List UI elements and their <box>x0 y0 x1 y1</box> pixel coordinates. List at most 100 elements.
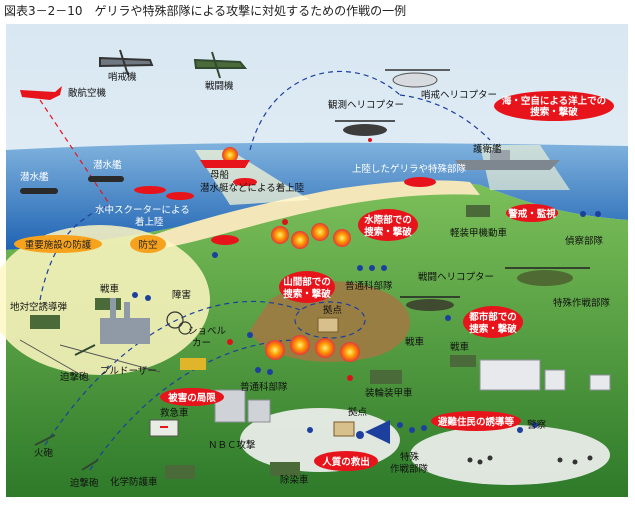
label-underwater-scooter-2: 着上陸 <box>135 216 164 228</box>
oval-urban-label-1: 都市部での <box>468 311 517 323</box>
label-bulldozer: ブルドーザー <box>100 365 157 377</box>
mother-ship-icon <box>200 160 250 168</box>
label-shovel-car: ショベル <box>188 326 227 337</box>
label-light-armored-vehicle: 軽装甲機動車 <box>450 227 508 239</box>
attack-helicopter-icon <box>400 296 460 311</box>
label-obstacle: 障害 <box>172 289 191 301</box>
label-tank-2: 戦車 <box>405 336 425 348</box>
label-fighter: 戦闘機 <box>205 80 234 92</box>
small-boats-icon <box>134 177 436 200</box>
label-base-2: 拠点 <box>348 406 368 418</box>
submarine-2-icon <box>88 176 124 182</box>
security-surveillance-label: 警戒・監視 <box>508 208 556 220</box>
enemy-guerrillas <box>227 138 372 381</box>
factory-icon <box>100 298 150 344</box>
oval-air-defense-label: 防空 <box>138 239 157 251</box>
explosion-cluster-1 <box>271 223 351 249</box>
label-mortar-1: 迫撃砲 <box>60 371 89 383</box>
oval-protect-facilities-label: 重要施設の防護 <box>25 239 92 251</box>
label-sam: 地対空誘導弾 <box>10 301 68 313</box>
base-house-2 <box>333 421 355 437</box>
escort-ship-icon <box>455 150 560 170</box>
label-underwater-scooter: 水中スクーターによる <box>95 204 190 216</box>
oval-protect-facilities <box>14 235 102 253</box>
label-apc: 装輪装甲車 <box>365 387 413 399</box>
label-attack-helicopter: 戦闘ヘリコプター <box>418 271 494 283</box>
oval-mountain-search <box>279 271 335 303</box>
oval-air-defense <box>130 235 166 253</box>
label-shovel-car-2: カー <box>192 338 211 349</box>
label-submarine-1: 潜水艦 <box>20 171 49 183</box>
label-enemy-aircraft: 敵航空機 <box>68 87 107 99</box>
label-artillery: 火砲 <box>34 447 54 459</box>
ambulance-cross <box>160 426 168 428</box>
label-tank-1: 戦車 <box>100 283 120 295</box>
base-circle <box>294 301 366 339</box>
oval-urban-search <box>463 306 523 338</box>
friendly-soldiers <box>132 211 601 433</box>
oval-damage-control-label: 被害の局限 <box>168 392 216 404</box>
label-escort-ship: 護衛艦 <box>473 143 502 155</box>
label-patrol-helicopter: 哨戒ヘリコプター <box>421 89 497 101</box>
oval-sea-air-search-label-1: 海・空自による洋上での <box>502 95 606 107</box>
label-landed-guerrilla: 上陸したゲリラや特殊部隊 <box>352 163 467 175</box>
oval-evacuate-residents <box>431 411 521 431</box>
oval-waterside-search <box>358 209 418 241</box>
evacuation-area <box>410 425 610 485</box>
label-special-ops-unit: 特殊作戦部隊 <box>553 297 611 309</box>
oval-waterside-label-2: 捜索・撃破 <box>364 226 412 238</box>
label-observation-helicopter: 観測ヘリコプター <box>328 99 404 111</box>
oval-evacuate-label: 避難住民の誘導等 <box>438 416 515 428</box>
label-police: 警察 <box>527 419 547 431</box>
label-mother-ship: 母船 <box>210 169 230 181</box>
label-decontamination-vehicle: 除染車 <box>280 474 309 486</box>
oval-rescue-label: 人質の救出 <box>322 456 370 468</box>
oval-sea-air-search-label-2: 捜索・撃破 <box>530 106 578 118</box>
oval-mountain-label-1: 山間部での <box>283 276 331 288</box>
oval-rescue-hostages <box>314 451 378 471</box>
label-special-ops-3: 作戦部隊 <box>390 463 429 475</box>
label-tank-3: 戦車 <box>450 341 470 353</box>
fence <box>19 339 161 381</box>
obstacle-icon <box>166 311 192 335</box>
buildings-city <box>479 359 611 391</box>
path-patrol-arc <box>249 70 401 151</box>
base-house-1 <box>317 317 339 333</box>
oval-damage-control <box>160 388 224 406</box>
artillery-icon <box>34 344 99 471</box>
transport-helicopter-icon <box>505 267 590 286</box>
label-recon-unit: 偵察部隊 <box>565 235 604 247</box>
explosion-ship <box>222 147 238 163</box>
label-mortar-2: 迫撃砲 <box>70 477 99 489</box>
figure-title: 図表3－2－10 ゲリラや特殊部隊による攻撃に対処するための作戦の一例 <box>4 4 407 18</box>
label-chemical-vehicle: 化学防護車 <box>110 476 158 488</box>
enemy-aircraft-icon <box>20 86 62 100</box>
label-patrol-aircraft: 哨戒機 <box>108 71 137 83</box>
civilians <box>467 455 593 465</box>
label-general-infantry-2: 普通科部隊 <box>240 381 288 393</box>
explosion-cluster-2 <box>265 335 360 362</box>
path-enemy-aircraft <box>39 99 111 206</box>
oval-sea-air-search <box>494 91 614 121</box>
label-nbc-attack: ＮＢＣ攻撃 <box>208 439 256 451</box>
patrol-helicopter-icon <box>385 69 450 88</box>
landing-boat-icon <box>211 235 239 245</box>
oval-security-surveillance <box>506 204 558 222</box>
oval-mountain-label-2: 捜索・撃破 <box>283 288 331 300</box>
label-ambulance: 救急車 <box>160 407 189 419</box>
label-special-ops-2: 特殊 <box>400 451 420 463</box>
observation-helicopter-icon <box>335 120 395 136</box>
rescue-arrow-head <box>356 431 364 439</box>
patrol-aircraft-icon <box>99 49 154 76</box>
submarine-1-icon <box>20 188 58 194</box>
label-submarine-2: 潜水艦 <box>93 159 122 171</box>
beach <box>150 180 480 250</box>
oval-urban-label-2: 捜索・撃破 <box>469 323 517 335</box>
oval-waterside-label-1: 水際部での <box>364 214 412 226</box>
label-landing-small-boats: 潜水艇などによる着上陸 <box>200 182 305 194</box>
label-general-infantry-1: 普通科部隊 <box>345 280 393 292</box>
rescue-arrow <box>365 420 390 444</box>
fighter-icon <box>193 51 248 79</box>
